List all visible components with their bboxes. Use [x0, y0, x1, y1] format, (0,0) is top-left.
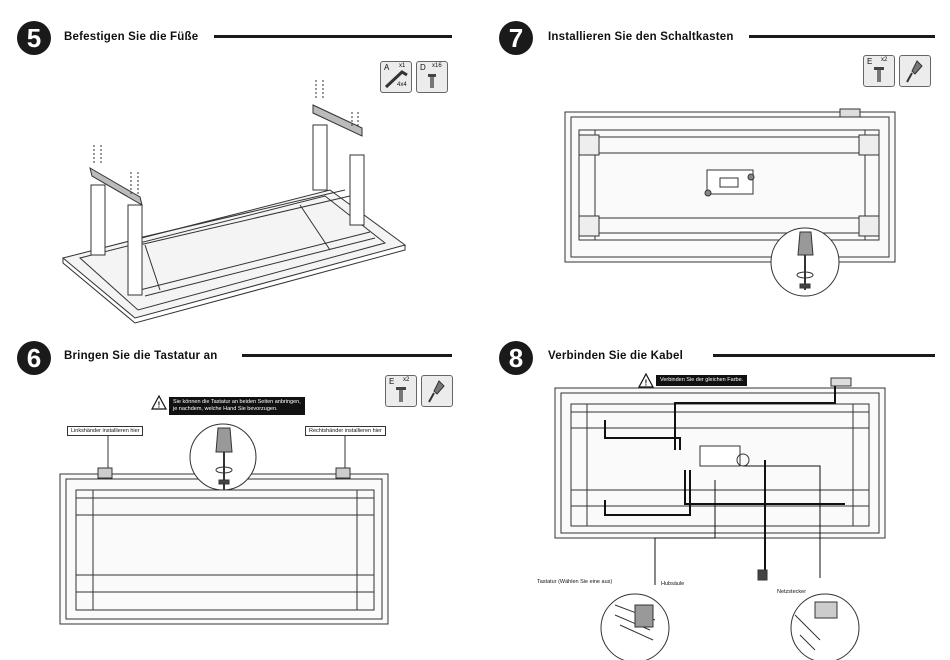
part-a-box: A x1 4x4 — [380, 61, 412, 93]
left-hand-label: Linkshänder installieren hier — [67, 426, 144, 436]
keypad-install-drawing — [59, 423, 389, 625]
title-rule — [713, 354, 935, 357]
title-rule — [242, 354, 452, 357]
title-rule — [214, 35, 452, 38]
step-title: Bringen Sie die Tastatur an — [64, 350, 218, 362]
screw-icon — [396, 387, 406, 402]
same-color-note: Verbinden Sie der gleichen Farbe. — [656, 375, 748, 386]
part-e-box: E x2 — [385, 375, 417, 407]
step-5: 5 Befestigen Sie die Füße A x1 4x4 D x16 — [0, 0, 475, 330]
screwdriver-box — [421, 375, 453, 407]
step-title: Befestigen Sie die Füße — [64, 31, 199, 43]
step-title: Installieren Sie den Schaltkasten — [548, 31, 734, 43]
screw-icon — [428, 74, 436, 88]
part-qty: x2 — [403, 377, 410, 383]
part-qty: x2 — [881, 57, 888, 63]
part-letter: A — [384, 63, 390, 72]
svg-text:!: ! — [158, 401, 161, 410]
step-title: Verbinden Sie die Kabel — [548, 350, 683, 362]
cable-connection-drawing — [554, 377, 886, 660]
step-6: 6 Bringen Sie die Tastatur an E x2 ! Sie… — [0, 330, 475, 660]
warning-icon: ! — [150, 394, 168, 410]
warning-icon: ! — [637, 372, 655, 388]
part-d-box: D x16 — [416, 61, 448, 93]
step-7: 7 Installieren Sie den Schaltkasten E x2 — [475, 0, 950, 330]
keypad-label: Tastatur (Wählen Sie eine aus) — [537, 579, 613, 585]
desk-frame-leg-assembly-drawing — [61, 80, 407, 324]
svg-text:!: ! — [645, 379, 648, 388]
step-number: 8 — [499, 341, 533, 375]
screwdriver-icon — [428, 380, 445, 403]
screw-icon — [874, 67, 884, 82]
right-hand-label: Rechtshänder installieren hier — [305, 426, 386, 436]
part-qty: x1 — [399, 63, 406, 69]
lift-column-label: Hubsäule — [661, 581, 685, 587]
part-e-box: E x2 — [863, 55, 895, 87]
step-number: 7 — [499, 21, 533, 55]
step-8: 8 Verbinden Sie die Kabel ! Verbinden Si… — [475, 330, 950, 660]
screwdriver-box — [899, 55, 931, 87]
part-letter: D — [420, 63, 426, 72]
keypad-side-note: Sie können die Tastatur an beiden Seiten… — [169, 397, 305, 415]
power-plug-label: Netzstecker — [777, 589, 807, 595]
title-rule — [749, 35, 935, 38]
step-number: 5 — [17, 21, 51, 55]
part-size: 4x4 — [397, 82, 407, 88]
step-number: 6 — [17, 341, 51, 375]
part-qty: x16 — [432, 63, 442, 69]
allen-key-icon — [384, 70, 408, 89]
control-box-install-drawing — [564, 108, 896, 297]
screwdriver-icon — [906, 60, 923, 83]
part-letter: E — [867, 57, 873, 66]
part-letter: E — [389, 377, 395, 386]
